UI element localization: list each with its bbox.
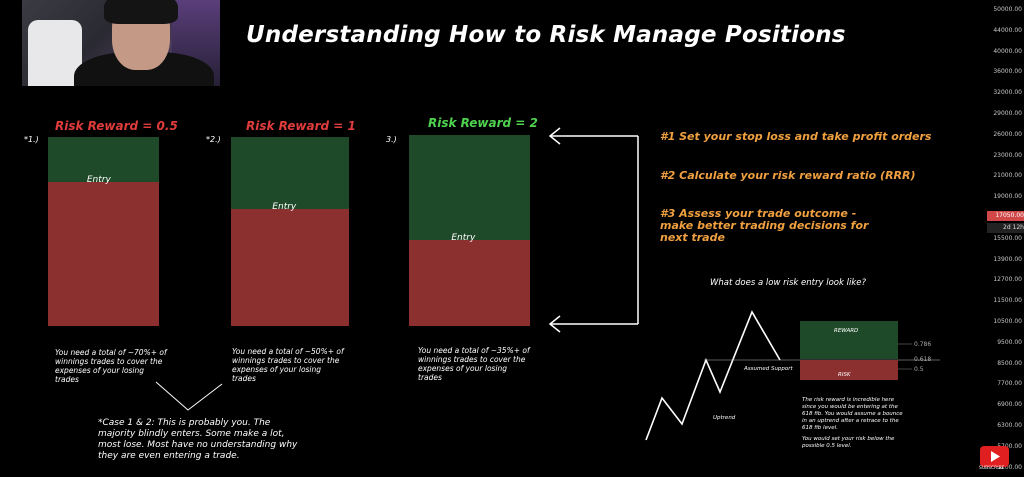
- entry-label: Entry: [451, 233, 476, 243]
- risk-zone: [231, 209, 349, 326]
- price-axis[interactable]: 50000.00 44000.00 40000.00 36000.00 32000.00…: [983, 0, 1024, 477]
- axis-tick: 11500.00: [993, 297, 1022, 305]
- countdown-badge: 2d 12h: [987, 223, 1024, 233]
- axis-tick: 9500.00: [997, 338, 1022, 346]
- reward-zone: [231, 137, 349, 209]
- subscribe-label: SUBSCRIBE: [979, 466, 1005, 471]
- reward-label: REWARD: [834, 328, 859, 334]
- current-price-badge: 17050.00: [987, 211, 1024, 221]
- case-connector: [155, 381, 223, 411]
- risk-box: [800, 360, 898, 380]
- risk-zone: [409, 240, 530, 326]
- axis-tick: 23000.00: [993, 151, 1022, 159]
- axis-tick: 7700.00: [997, 380, 1022, 388]
- webcam-feed: [22, 0, 220, 86]
- axis-tick: 5200.00: [997, 463, 1022, 471]
- box-3-rr-label: Risk Reward = 2: [428, 116, 538, 130]
- axis-tick: 6900.00: [997, 401, 1022, 409]
- fib-05: 0.5: [914, 366, 924, 373]
- box-2-chart: Entry: [231, 137, 349, 326]
- axis-tick: 21000.00: [993, 172, 1022, 180]
- uptrend-label: Uptrend: [713, 415, 736, 421]
- axis-tick: 40000.00: [993, 47, 1022, 55]
- page-title: Understanding How to Risk Manage Positio…: [246, 22, 846, 48]
- low-risk-question: What does a low risk entry look like?: [710, 278, 866, 288]
- box-3-chart: Entry: [409, 135, 530, 326]
- step-1: #1 Set your stop loss and take profit or…: [660, 130, 932, 143]
- axis-tick: 26000.00: [993, 130, 1022, 138]
- reward-zone: [409, 135, 530, 240]
- axis-tick: 32000.00: [993, 89, 1022, 97]
- axis-tick: 36000.00: [993, 68, 1022, 76]
- axis-tick: 12700.00: [993, 276, 1022, 284]
- box-2-number: *2.): [206, 135, 221, 144]
- axis-tick: 15500.00: [993, 234, 1022, 242]
- subscribe-button[interactable]: [979, 445, 1010, 472]
- entry-label: Entry: [86, 175, 111, 185]
- axis-tick: 5700.00: [997, 442, 1022, 450]
- fib-0786: 0.786: [914, 341, 932, 348]
- axis-tick: 44000.00: [993, 26, 1022, 34]
- step-3: #3 Assess your trade outcome - make bett…: [660, 207, 869, 244]
- axis-tick: 19000.00: [993, 193, 1022, 201]
- box-1-chart: Entry: [48, 137, 159, 326]
- reward-box: [800, 321, 898, 359]
- axis-tick: 13900.00: [993, 255, 1022, 263]
- risk-label: RISK: [838, 372, 851, 378]
- reward-zone: [48, 137, 159, 182]
- axis-tick: 6300.00: [997, 422, 1022, 429]
- assumed-support-label: Assumed Support: [744, 366, 793, 372]
- entry-label: Entry: [272, 202, 297, 212]
- axis-tick: 8500.00: [997, 359, 1022, 367]
- axis-tick: 50000.00: [993, 6, 1022, 13]
- risk-zone: [48, 182, 159, 326]
- low-risk-diagram: [645, 310, 940, 441]
- box-1-number: *1.): [24, 135, 39, 144]
- step-2: #2 Calculate your risk reward ratio (RRR…: [660, 169, 916, 182]
- box-3-number: 3.): [386, 135, 397, 144]
- axis-tick: 29000.00: [993, 110, 1022, 117]
- fib-0618: 0.618: [914, 356, 932, 363]
- steps-bracket: [548, 127, 639, 333]
- box-2-rr-label: Risk Reward = 1: [246, 119, 356, 133]
- axis-tick: 10500.00: [993, 318, 1022, 325]
- box-1-rr-label: Risk Reward = 0.5: [55, 119, 178, 133]
